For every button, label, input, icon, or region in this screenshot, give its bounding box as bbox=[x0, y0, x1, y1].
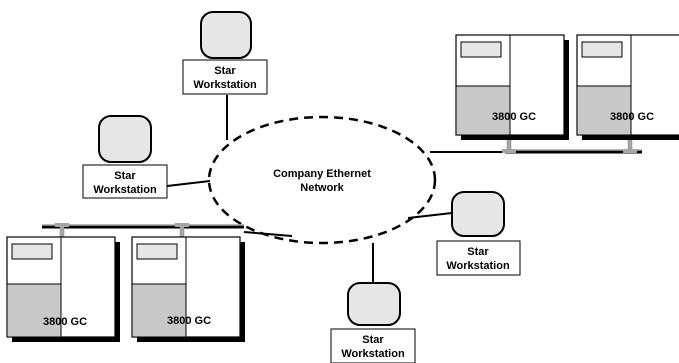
workstation-label-line1: Star bbox=[114, 170, 136, 182]
ethernet-ring bbox=[207, 115, 437, 245]
workstation-label-line1: Star bbox=[362, 334, 384, 346]
workstation-label-line1: Star bbox=[467, 246, 489, 258]
gc-label: 3800 GC bbox=[43, 316, 87, 328]
gc-label: 3800 GC bbox=[492, 111, 536, 123]
workstation-label-line2: Workstation bbox=[93, 184, 157, 196]
connections bbox=[166, 95, 505, 283]
gc-instrument: 3800 GC bbox=[6, 236, 120, 342]
gc-instrument: 3800 GC bbox=[455, 34, 569, 140]
monitor-icon bbox=[451, 191, 505, 237]
star-workstation: Star Workstation bbox=[82, 115, 168, 199]
ethernet-network: Company Ethernet Network bbox=[207, 115, 437, 245]
gc-instrument: 3800 GC bbox=[131, 236, 245, 342]
link-left-workstation bbox=[166, 180, 211, 187]
bus-top-right bbox=[502, 136, 642, 154]
monitor-icon bbox=[98, 115, 152, 163]
workstation-label-line2: Workstation bbox=[341, 348, 405, 360]
workstation-label-line2: Workstation bbox=[193, 79, 257, 91]
network-label-line1: Company Ethernet bbox=[273, 168, 371, 180]
gc-label: 3800 GC bbox=[167, 315, 211, 327]
star-workstation: Star Workstation bbox=[436, 191, 521, 276]
link-right-workstation bbox=[407, 212, 453, 219]
monitor-icon bbox=[347, 282, 401, 326]
bus-bottom-left bbox=[42, 223, 244, 239]
link-left-bus bbox=[243, 231, 293, 237]
workstation-label-line1: Star bbox=[214, 65, 236, 77]
workstation-label-line2: Workstation bbox=[446, 260, 510, 272]
monitor-icon bbox=[200, 11, 252, 59]
star-workstation: Star Workstation bbox=[330, 282, 416, 363]
network-label-line2: Network bbox=[300, 182, 344, 194]
gc-instrument: 3800 GC bbox=[576, 34, 679, 140]
star-workstation: Star Workstation bbox=[182, 11, 268, 95]
gc-label: 3800 GC bbox=[610, 111, 654, 123]
